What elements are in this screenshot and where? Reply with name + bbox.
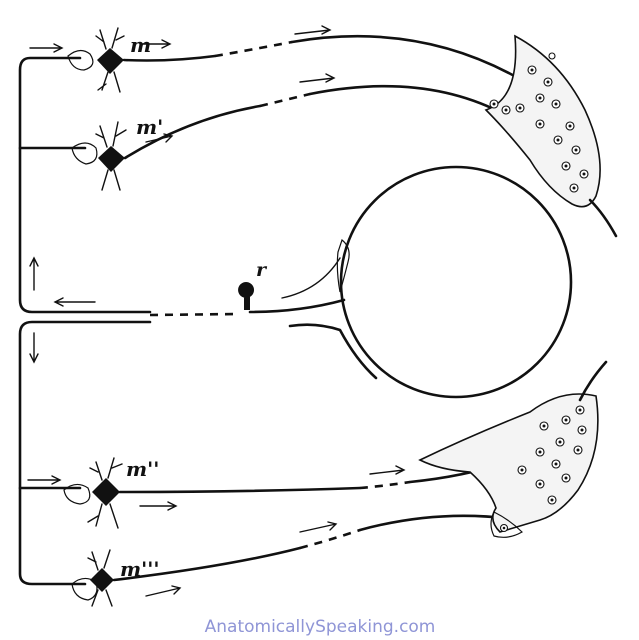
arrow-fibre-top — [294, 25, 332, 35]
fibre-middle-dashed — [149, 312, 239, 317]
label-m-double-prime: m'' — [126, 457, 159, 481]
label-m: m — [130, 33, 151, 57]
arrow-fibre-second — [299, 73, 336, 83]
fibre-m-solid — [122, 54, 217, 62]
fibre-m-prime-dashed — [259, 92, 311, 108]
globe-circle — [339, 165, 573, 399]
motor-cell-m — [67, 27, 125, 93]
arrow-m-double-prime — [139, 501, 178, 511]
arrow-lower-left — [27, 475, 62, 485]
motor-cell-m-double-prime — [63, 457, 123, 529]
arrow-lower-top — [369, 465, 406, 475]
arrow-up-left — [29, 256, 39, 291]
globe-lens — [336, 238, 350, 293]
left-lower-connector — [18, 320, 152, 586]
arrow-down-left — [29, 332, 39, 364]
arrow-m-triple-prime — [145, 585, 182, 597]
lower-ganglion — [418, 360, 608, 538]
fibre-m-distal — [290, 34, 527, 84]
receptor-r — [238, 282, 255, 310]
fibre-m-triple-prime-dashed — [299, 528, 361, 550]
fibre-m-prime-distal — [308, 84, 502, 114]
arrow-m-prime — [145, 133, 174, 143]
left-upper-connector — [18, 56, 152, 314]
fibre-to-globe-curve — [288, 323, 378, 380]
motor-cell-m-triple-prime — [71, 549, 114, 607]
fibre-to-globe-lower — [248, 298, 346, 314]
motor-cell-m-prime — [71, 121, 127, 191]
arrow-top-left — [29, 43, 64, 53]
watermark-text: AnatomicallySpeaking.com — [205, 617, 436, 637]
arrow-mid-left — [53, 297, 96, 307]
fibre-m-prime-solid — [123, 104, 262, 160]
arrow-lower-middle — [299, 521, 338, 533]
fibre-to-globe-upper — [281, 257, 341, 299]
fibre-m-triple-prime-solid — [112, 546, 302, 582]
upper-ganglion — [484, 34, 618, 238]
label-m-prime: m' — [136, 115, 163, 139]
fibre-m-double-prime-solid — [118, 486, 362, 494]
fibre-m-dashed — [214, 40, 293, 58]
arrow-m-upper — [141, 39, 172, 49]
fibre-m-double-prime-dashed — [359, 480, 411, 490]
label-r: r — [256, 259, 268, 281]
